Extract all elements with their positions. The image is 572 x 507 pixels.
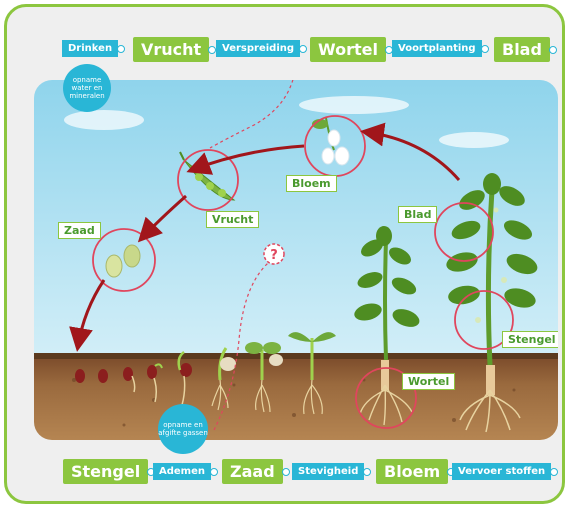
tag-bloem[interactable]: Bloem — [376, 459, 456, 484]
question-mark: ? — [270, 248, 278, 263]
dashed-arrows — [209, 80, 294, 431]
bubble-water-minerals: opname water en mineralen — [63, 64, 111, 112]
scene-illustration: ? — [34, 80, 558, 440]
tag-vervoer-stoffen[interactable]: Vervoer stoffen — [452, 463, 559, 480]
label-zaad: Zaad — [58, 222, 101, 239]
cycle-arrows — [69, 122, 461, 352]
tag-wortel[interactable]: Wortel — [310, 37, 393, 62]
tag-verspreiding[interactable]: Verspreiding — [216, 40, 308, 57]
seed-illustration — [105, 244, 141, 278]
plant-life-cycle-scene: ? Bloem Vrucht Zaad Blad Stengel Wortel — [34, 80, 558, 440]
young-plant — [354, 226, 420, 426]
bubble-gases: opname en afgifte gassen — [158, 404, 208, 454]
tag-stengel[interactable]: Stengel — [63, 459, 156, 484]
soil-surface — [34, 353, 558, 359]
label-bloem: Bloem — [286, 175, 337, 192]
clouds — [64, 96, 509, 148]
tag-stevigheid[interactable]: Stevigheid — [292, 463, 372, 480]
label-vrucht: Vrucht — [206, 211, 260, 228]
tag-blad[interactable]: Blad — [494, 37, 557, 62]
mature-plant — [446, 173, 538, 433]
tag-vrucht[interactable]: Vrucht — [133, 37, 217, 62]
germination-sequence — [75, 332, 336, 415]
flower-illustration — [312, 117, 350, 166]
tag-drinken[interactable]: Drinken — [62, 40, 126, 57]
tag-voortplanting[interactable]: Voortplanting — [392, 40, 489, 57]
label-blad: Blad — [398, 206, 438, 223]
label-stengel: Stengel — [502, 331, 558, 348]
question-circle — [263, 243, 285, 265]
tag-ademen[interactable]: Ademen — [153, 463, 219, 480]
label-wortel: Wortel — [402, 373, 456, 390]
soil — [34, 355, 558, 440]
tag-zaad[interactable]: Zaad — [222, 459, 290, 484]
